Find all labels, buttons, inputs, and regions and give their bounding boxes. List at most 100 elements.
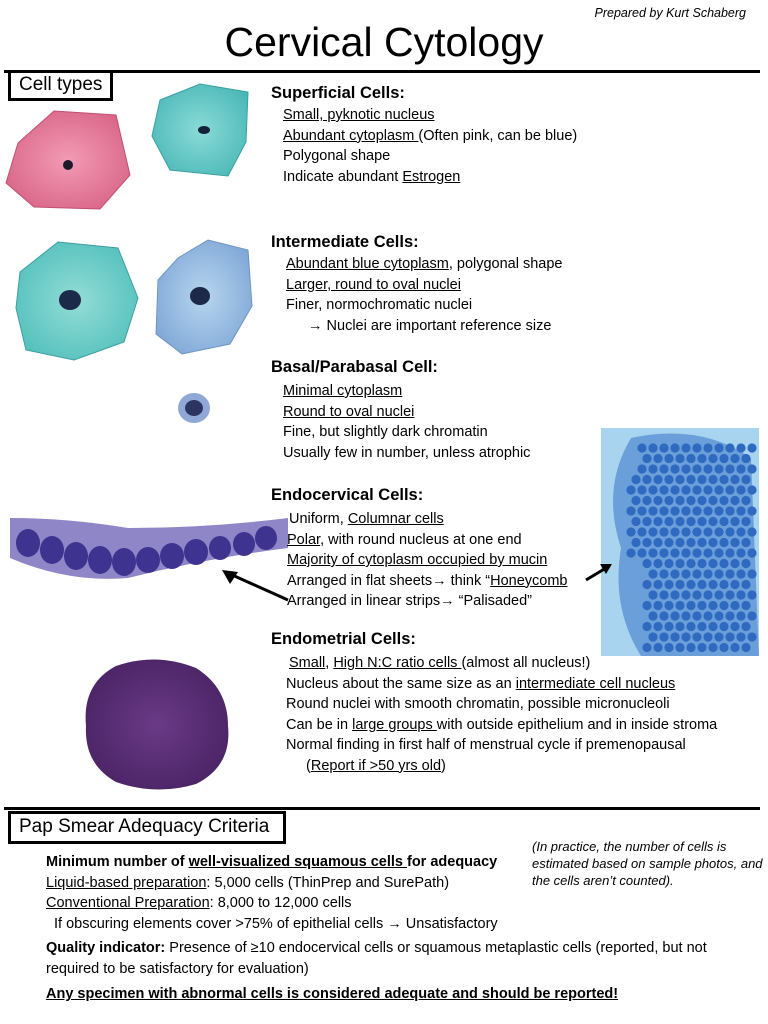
honeycomb-nucleus xyxy=(703,443,713,453)
honeycomb-nucleus xyxy=(741,495,751,506)
honeycomb-nucleus xyxy=(681,527,691,537)
pap-note: (In practice, the number of cells is est… xyxy=(532,839,763,888)
honeycomb-nucleus xyxy=(741,516,751,527)
endocervical-line-1: Uniform, xyxy=(289,511,348,527)
honeycomb-nucleus xyxy=(736,527,746,537)
superficial-section: Superficial Cells: Small, pyknotic nucle… xyxy=(271,84,577,187)
honeycomb-nucleus xyxy=(725,632,735,642)
honeycomb-nucleus xyxy=(670,527,680,537)
honeycomb-nucleus xyxy=(642,453,652,464)
honeycomb-nucleus xyxy=(670,485,680,495)
honeycomb-nucleus xyxy=(725,548,735,558)
honeycomb-nucleus xyxy=(664,621,674,632)
honeycomb-nucleus xyxy=(747,611,757,621)
honeycomb-nucleus xyxy=(670,590,680,600)
endocervical-section: Endocervical Cells: Uniform, Columnar ce… xyxy=(271,486,567,612)
superficial-line-1: Small, pyknotic nucleus xyxy=(283,107,435,123)
honeycomb-nucleus xyxy=(659,590,669,600)
honeycomb-nucleus xyxy=(730,474,740,485)
honeycomb-nucleus xyxy=(719,579,729,590)
endometrial-line-6-u: Report if >50 yrs old xyxy=(310,757,442,774)
honeycomb-nucleus xyxy=(626,485,636,495)
intermediate-line-2: Larger, round to oval nuclei xyxy=(286,276,461,293)
honeycomb-nucleus xyxy=(648,464,658,474)
honeycomb-nucleus xyxy=(637,464,647,474)
honeycomb-nucleus xyxy=(736,632,746,642)
author-credit: Prepared by Kurt Schaberg xyxy=(594,6,746,20)
endocervical-line-1-u: Columnar cells xyxy=(347,511,444,527)
honeycomb-nucleus xyxy=(725,464,735,474)
quality-indicator: Quality indicator: Presence of ≥10 endoc… xyxy=(46,938,707,979)
honeycomb-nucleus xyxy=(741,537,751,548)
honeycomb-nucleus xyxy=(670,506,680,516)
honeycomb-nucleus xyxy=(708,516,718,527)
honeycomb-nucleus xyxy=(703,464,713,474)
honeycomb-nucleus xyxy=(736,548,746,558)
honeycomb-nucleus xyxy=(730,537,740,548)
honeycomb-nucleus xyxy=(703,632,713,642)
honeycomb-nucleus xyxy=(725,527,735,537)
honeycomb-nucleus xyxy=(719,537,729,548)
honeycomb-nucleus xyxy=(637,485,647,495)
honeycomb-nucleus xyxy=(626,506,636,516)
conv-text: : 8,000 to 12,000 cells xyxy=(209,895,352,911)
basal-cell-image xyxy=(178,393,210,423)
endocervical-strip-image xyxy=(10,518,288,579)
honeycomb-nucleus xyxy=(714,611,724,621)
honeycomb-nucleus xyxy=(670,548,680,558)
honeycomb-nucleus xyxy=(664,453,674,464)
honeycomb-nucleus xyxy=(708,600,718,611)
qi-label: Quality indicator: xyxy=(46,940,166,956)
cell-types-label: Cell types xyxy=(8,70,114,101)
honeycomb-nucleus xyxy=(670,443,680,453)
honeycomb-nucleus xyxy=(653,558,663,569)
page-title: Cervical Cytology xyxy=(224,19,544,65)
honeycomb-nucleus xyxy=(747,443,757,453)
honeycomb-nucleus xyxy=(631,516,641,527)
honeycomb-nucleus xyxy=(692,569,702,579)
honeycomb-nucleus xyxy=(664,495,674,506)
honeycomb-nucleus xyxy=(686,495,696,506)
min-u: well-visualized squamous cells xyxy=(188,854,407,870)
honeycomb-nucleus xyxy=(675,579,685,590)
honeycomb-nucleus xyxy=(730,621,740,632)
endometrial-line-4-p: Can be in xyxy=(286,716,353,733)
honeycomb-nucleus xyxy=(708,495,718,506)
honeycomb-nucleus xyxy=(697,453,707,464)
endometrial-line-1-u2: High N:C ratio cells xyxy=(333,655,462,671)
honeycomb-nucleus xyxy=(631,474,641,485)
honeycomb-nucleus xyxy=(681,548,691,558)
endometrial-title: Endometrial Cells: xyxy=(271,630,416,648)
honeycomb-nucleus xyxy=(642,600,652,611)
min-prefix: Minimum number of xyxy=(46,854,189,870)
endometrial-line-2: Nucleus about the same size as an xyxy=(286,675,516,692)
honeycomb-nucleus xyxy=(703,548,713,558)
honeycomb-nucleus xyxy=(681,485,691,495)
honeycomb-nucleus xyxy=(741,453,751,464)
honeycomb-nucleus xyxy=(664,579,674,590)
superficial-pink-cell-image xyxy=(5,110,131,210)
honeycomb-nucleus xyxy=(659,611,669,621)
honeycomb-nucleus xyxy=(653,516,663,527)
honeycomb-nucleus xyxy=(675,474,685,485)
intermediate-cell-image-1 xyxy=(15,241,139,361)
honeycomb-nucleus xyxy=(730,558,740,569)
honeycomb-nucleus xyxy=(664,558,674,569)
basal-section: Basal/Parabasal Cell: Minimal cytoplasm … xyxy=(271,358,530,463)
intermediate-line-4: → Nuclei are important reference size xyxy=(308,317,552,334)
endometrial-line-1-u: Small xyxy=(289,655,326,671)
endometrial-line-4: with outside epithelium and in inside st… xyxy=(436,716,718,733)
honeycomb-nucleus xyxy=(653,453,663,464)
honeycomb-nucleus xyxy=(708,453,718,464)
honeycomb-nucleus xyxy=(637,443,647,453)
conv-label: Conventional Preparation xyxy=(46,895,210,911)
honeycomb-nucleus xyxy=(730,600,740,611)
intermediate-line-1: , polygonal shape xyxy=(448,256,563,272)
honeycomb-nucleus xyxy=(741,600,751,611)
honeycomb-nucleus xyxy=(741,558,751,569)
obscure-text: If obscuring elements cover >75% of epit… xyxy=(54,915,498,932)
honeycomb-nucleus xyxy=(653,642,663,653)
honeycomb-nucleus xyxy=(681,464,691,474)
qi-text-2: required to be satisfactory for evaluati… xyxy=(46,960,309,977)
honeycomb-nucleus xyxy=(714,464,724,474)
